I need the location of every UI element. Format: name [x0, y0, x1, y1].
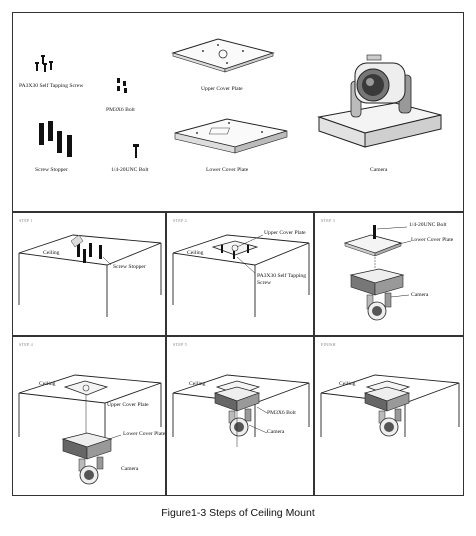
step3-panel: STEP 3 1/4-20UNC Bolt Lower Cover Plate … [314, 212, 464, 336]
step4-panel: STEP 4 Ceiling Upper Cover Plate Lower C… [12, 336, 166, 496]
finish-ceiling-illustration [320, 374, 460, 437]
step1-tag: STEP 1 [19, 218, 33, 223]
finish-tag: FINISH [321, 342, 336, 347]
step5-bolt-label: PM3X6 Bolt [267, 410, 296, 416]
step1-stopper-label: Screw Stopper [113, 264, 146, 270]
finish-ceiling-label: Ceiling [339, 381, 356, 387]
step1-ceiling-illustration [18, 234, 162, 317]
step2-upper-label: Upper Cover Plate [264, 230, 306, 236]
unc-bolt-icon [133, 144, 139, 158]
step2-ceiling-illustration [172, 234, 310, 317]
lower-plate-label: Lower Cover Plate [206, 167, 249, 173]
step1-ceiling-label: Ceiling [43, 250, 60, 256]
step5-ceiling-label: Ceiling [189, 381, 206, 387]
step5-panel: STEP 5 Ceiling PM3X6 Bolt Camera [166, 336, 314, 496]
step4-upper-label: Upper Cover Plate [107, 402, 149, 408]
camera-label: Camera [370, 167, 388, 173]
step2-ceiling-label: Ceiling [187, 250, 204, 256]
screw-stoppers-icon [39, 121, 72, 157]
step4-lower-label: Lower Cover Plate [123, 431, 166, 437]
upper-plate-label: Upper Cover Plate [201, 86, 243, 92]
screw-stopper-label: Screw Stopper [35, 167, 68, 173]
step4-camera-label: Camera [121, 466, 139, 472]
lower-cover-plate-icon [174, 118, 288, 154]
step3-tag: STEP 3 [321, 218, 335, 223]
tapping-screw-label: PA3X30 Self Tapping Screw [19, 83, 84, 89]
finish-panel: FINISH Ceiling [314, 336, 464, 496]
step5-camera-label: Camera [267, 429, 285, 435]
step4-ceiling-illustration [18, 374, 162, 485]
step3-camera-label: Camera [411, 292, 429, 298]
pm-bolts-icon [117, 78, 127, 93]
figure-caption: Figure1-3 Steps of Ceiling Mount [161, 507, 315, 519]
step2-screw-label: PA3X30 Self Tapping Screw [257, 273, 307, 287]
step2-tag: STEP 2 [173, 218, 187, 223]
step4-tag: STEP 4 [19, 342, 33, 347]
step5-ceiling-illustration [172, 374, 310, 447]
camera-icon [317, 54, 442, 148]
parts-panel: PA3X30 Self Tapping Screw PM3X6 Bolt Scr… [12, 12, 464, 212]
tapping-screws-icon [35, 55, 53, 72]
step3-lower-label: Lower Cover Plate [411, 237, 454, 243]
step1-panel: STEP 1 Ceiling Screw Stopper [12, 212, 166, 336]
upper-cover-plate-icon [171, 38, 275, 73]
step4-ceiling-label: Ceiling [39, 381, 56, 387]
unc-bolt-label: 1/4-20UNC Bolt [111, 167, 149, 173]
step3-bolt-label: 1/4-20UNC Bolt [409, 222, 447, 228]
step2-panel: STEP 2 Ceiling Upper Cover Plate PA3X30 … [166, 212, 314, 336]
pm-bolt-label: PM3X6 Bolt [106, 107, 135, 113]
step5-tag: STEP 5 [173, 342, 187, 347]
step3-assembly-illustration [343, 225, 412, 321]
